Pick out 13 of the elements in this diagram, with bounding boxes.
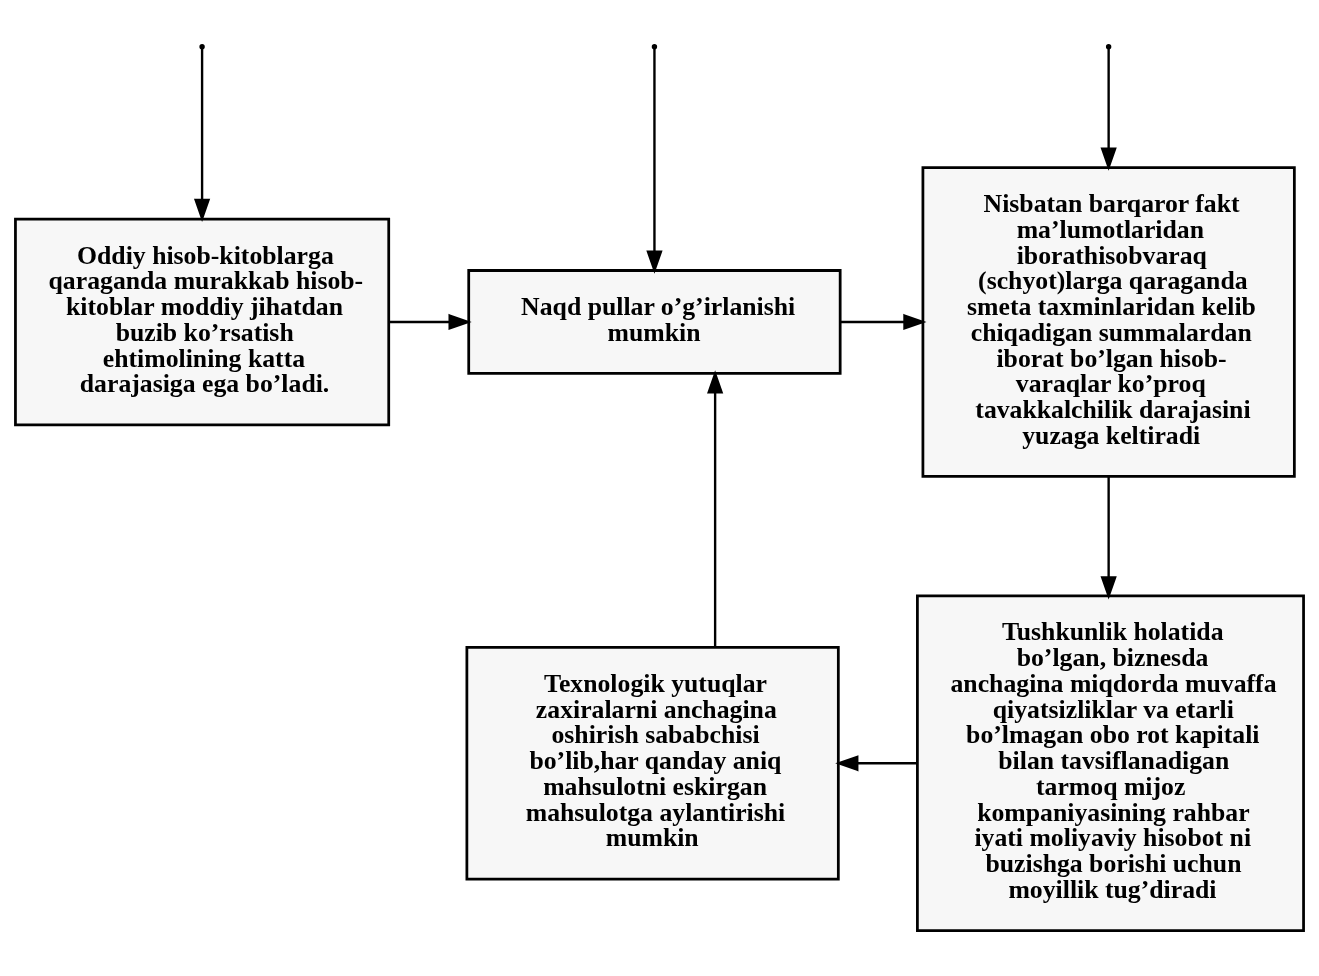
node-box: Naqd pullar o’g’irlanishi mumkin bbox=[467, 269, 842, 375]
arrow bbox=[835, 755, 917, 772]
arrow bbox=[1100, 48, 1117, 171]
arrow bbox=[707, 370, 724, 648]
node-box: Texnologik yutuqlar zaxiralarni anchagina oshirish sababchisi bo’lib,har qanday aniq mahsulotni eskirgan mahsulotga aylantirishi mumkin bbox=[465, 646, 840, 881]
arrow bbox=[1100, 476, 1117, 600]
node-box: Oddiy hisob-kitoblarga qaraganda murakkab hisob-kitoblar moddiy jihatdan buzib ko’rsatish ehtimolining katta darajasiga ega bo’ladi. bbox=[14, 217, 391, 427]
arrow bbox=[646, 48, 663, 274]
arrow bbox=[840, 313, 927, 331]
arrow bbox=[389, 313, 472, 331]
arrow bbox=[193, 48, 211, 222]
node-box: Nisbatan barqaror fakt ma’lumotlaridan iborathisobvaraq (schyot)larga qaraganda smeta taxminlaridan kelib chiqadigan summalardan iborat bo’lgan hisob-varaqlar ko’proq tavakkalchilik darajasini yuzaga keltiradi bbox=[921, 166, 1296, 478]
node-box: Tushkunlik holatida bo’lgan, biznesda anchagina miqdorda muvaffa qiyatsizliklar va etarli bo’lmagan obo rot kapitali bilan tavsiflanadigan tarmoq mijoz kompaniyasining rahbar iyati moliyaviy hisobot ni buzishga borishi uchun moyillik tug’diradi bbox=[916, 594, 1305, 932]
